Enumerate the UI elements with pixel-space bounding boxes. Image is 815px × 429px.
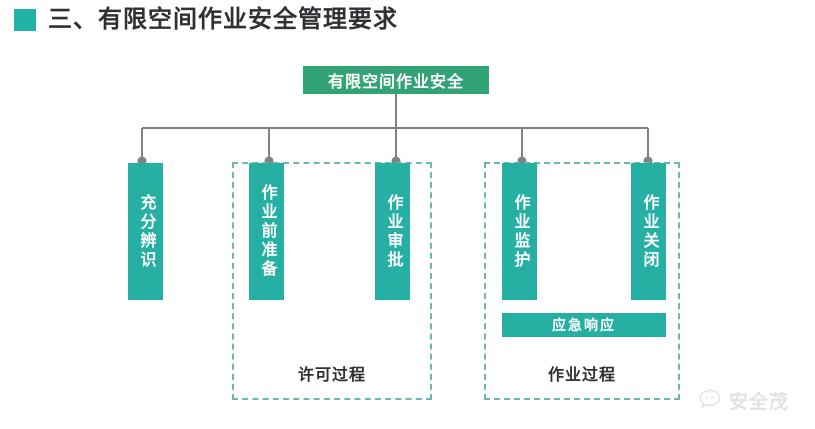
page-header: 三、有限空间作业安全管理要求 xyxy=(0,0,815,46)
group-frame-operation-process xyxy=(484,162,680,400)
node-label: 作业监护 xyxy=(511,193,529,270)
node-pre-work-preparation[interactable]: 作业前准备 xyxy=(249,163,284,300)
header-bullet-square xyxy=(14,9,36,31)
watermark: 安全茂 xyxy=(697,383,809,417)
node-label: 作业前准备 xyxy=(258,184,276,279)
root-node-limited-space-safety[interactable]: 有限空间作业安全 xyxy=(303,66,489,94)
node-label: 应急响应 xyxy=(552,317,616,333)
watermark-text: 安全茂 xyxy=(729,391,790,413)
group-caption-permit-process: 许可过程 xyxy=(297,367,366,384)
group-caption-operation-process: 作业过程 xyxy=(547,367,616,384)
node-emergency-response[interactable]: 应急响应 xyxy=(502,313,666,337)
node-label: 充分辨识 xyxy=(137,193,155,270)
root-node-label: 有限空间作业安全 xyxy=(327,74,464,91)
chat-bubble-face-icon xyxy=(699,389,721,409)
node-label: 作业关闭 xyxy=(640,193,658,270)
node-work-closure[interactable]: 作业关闭 xyxy=(631,163,666,300)
node-work-approval[interactable]: 作业审批 xyxy=(375,163,410,300)
node-work-supervision[interactable]: 作业监护 xyxy=(502,163,537,300)
page-title: 三、有限空间作业安全管理要求 xyxy=(48,6,398,33)
group-frame-permit-process xyxy=(232,162,432,400)
node-full-identification[interactable]: 充分辨识 xyxy=(128,163,163,300)
node-label: 作业审批 xyxy=(384,193,402,270)
